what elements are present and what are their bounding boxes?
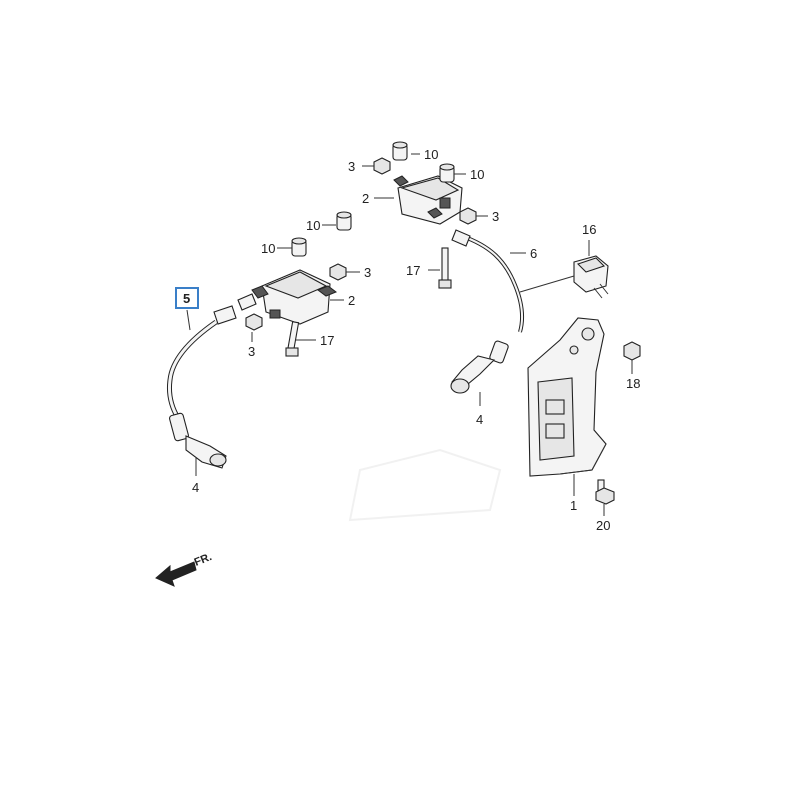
leader-lines (186, 153, 633, 516)
callout-1: 1 (570, 498, 577, 513)
collar-10-lower-b (336, 211, 352, 231)
nut-3-upper-a (373, 157, 391, 175)
spark-plug-cap-middle (450, 340, 509, 394)
high-tension-cord-5 (167, 305, 237, 420)
nut-3-upper-b (459, 207, 477, 225)
callout-3-b: 3 (492, 209, 499, 224)
callout-3-c: 3 (364, 265, 371, 280)
callout-10-d: 10 (261, 241, 275, 256)
front-direction-label: FR. (193, 551, 214, 569)
callout-18: 18 (626, 376, 640, 391)
callout-20: 20 (596, 518, 610, 533)
callout-4-a: 4 (192, 480, 199, 495)
callout-5: 5 (183, 291, 190, 306)
nut-18 (623, 341, 641, 361)
nut-3-lower-b (245, 313, 263, 331)
collar-10-upper-b (439, 163, 455, 183)
collar-10-upper-a (392, 141, 408, 161)
callout-labels: 10 10 3 2 3 6 17 16 10 10 3 2 17 3 18 4 … (192, 147, 640, 533)
high-tension-cord-6 (451, 229, 525, 333)
callout-3-d: 3 (248, 344, 255, 359)
collar-10-lower-a (291, 237, 307, 257)
callout-10-c: 10 (306, 218, 320, 233)
nut-3-lower-a (329, 263, 347, 281)
holder-16 (573, 255, 609, 299)
callout-10-b: 10 (470, 167, 484, 182)
callout-10-a: 10 (424, 147, 438, 162)
callout-17-b: 17 (320, 333, 334, 348)
front-direction-arrow: FR. (155, 551, 214, 587)
bolt-20 (595, 479, 615, 505)
callout-6: 6 (530, 246, 537, 261)
background-watermark (348, 448, 502, 522)
callout-3-a: 3 (348, 159, 355, 174)
callout-4-b: 4 (476, 412, 483, 427)
callout-16: 16 (582, 222, 596, 237)
bolt-17-upper (438, 247, 452, 289)
ignition-coil-lower (237, 269, 338, 325)
callout-17-a: 17 (406, 263, 420, 278)
ignition-coil-upper (393, 175, 463, 225)
callout-5-highlight[interactable]: 5 (175, 287, 199, 309)
coil-bracket-1 (527, 317, 607, 477)
callout-2-b: 2 (348, 293, 355, 308)
bolt-17-lower (285, 321, 300, 357)
spark-plug-cap-left (168, 412, 227, 469)
callout-2-a: 2 (362, 191, 369, 206)
